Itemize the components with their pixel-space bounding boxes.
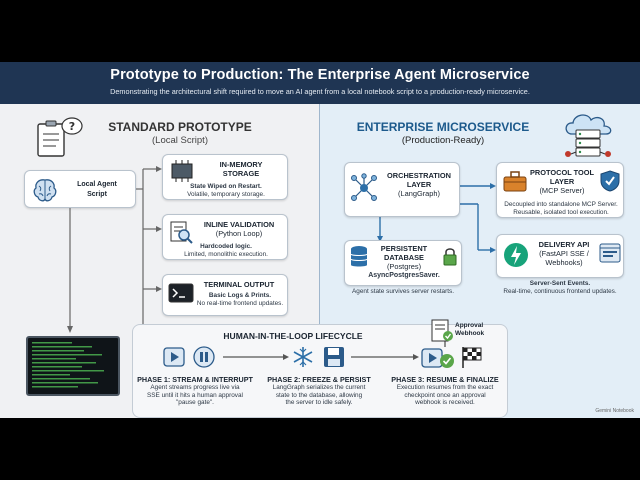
- phase-1-title: PHASE 1: STREAM & INTERRUPT: [137, 375, 253, 384]
- delivery-title-3: Webhooks): [545, 258, 583, 267]
- lightning-api-icon: [504, 243, 528, 267]
- persistent-database-box: PERSISTENT DATABASE (Postgres) AsyncPost…: [344, 240, 462, 286]
- play-icon: [163, 347, 185, 367]
- phase-2-desc-1: LangGraph serializes the current: [272, 384, 366, 391]
- shield-check-icon: [600, 170, 620, 192]
- memory-title-1: IN-MEMORY: [219, 160, 263, 169]
- finish-flag-icon: [462, 347, 482, 368]
- local-agent-label-1: Local Agent: [77, 181, 117, 188]
- orchestration-title-1: ORCHESTRATION: [387, 171, 451, 180]
- phase-2-desc-2: state to the database, allowing: [275, 391, 363, 399]
- browser-window-icon: [599, 243, 621, 263]
- hitl-title: HUMAN-IN-THE-LOOP LIFECYCLE: [223, 331, 363, 341]
- delivery-title-1: DELIVERY API: [538, 240, 590, 249]
- graph-network-icon: [351, 173, 377, 201]
- inline-validation-box: INLINE VALIDATION (Python Loop) Hardcode…: [162, 214, 288, 260]
- terminal-title: TERMINAL OUTPUT: [203, 280, 275, 289]
- protocol-title-2: LAYER: [549, 177, 575, 186]
- phase-2-title: PHASE 2: FREEZE & PERSIST: [267, 375, 371, 384]
- memory-desc: Volatile, temporary storage.: [187, 191, 265, 198]
- orchestration-title-2: LAYER: [406, 180, 432, 189]
- orchestration-title-3: (LangGraph): [398, 189, 440, 198]
- phase-3-desc-3: webhook is received.: [415, 399, 475, 406]
- approval-document-icon: [431, 319, 453, 342]
- terminal-desc: No real-time frontend updates.: [196, 300, 284, 307]
- page-subtitle: Demonstrating the architectural shift re…: [110, 87, 530, 96]
- validation-title-2: (Python Loop): [215, 229, 263, 238]
- database-desc-bold: AsyncPostgresSaver.: [368, 272, 440, 279]
- database-title-3: (Postgres): [386, 262, 422, 271]
- delivery-desc-bold: Server-Sent Events.: [529, 280, 591, 287]
- prototype-subtitle: (Local Script): [152, 135, 208, 146]
- protocol-title-1: PROTOCOL TOOL: [529, 168, 595, 177]
- database-icon: [350, 246, 368, 267]
- resume-play-check-icon: [421, 348, 454, 368]
- validation-title-1: INLINE VALIDATION: [203, 220, 275, 229]
- enterprise-subtitle: (Production-Ready): [401, 135, 485, 146]
- hitl-lifecycle-panel: HUMAN-IN-THE-LOOP LIFECYCLE: [132, 319, 508, 418]
- delivery-desc: Real-time, continuous frontend updates.: [503, 288, 617, 295]
- phase-3-desc-2: checkpoint once an approval: [404, 391, 486, 399]
- checklist-question-icon: ?: [37, 117, 83, 157]
- save-disk-icon: [324, 347, 344, 367]
- snowflake-icon: [293, 347, 313, 367]
- protocol-title-3: (MCP Server): [539, 186, 585, 195]
- prototype-title: STANDARD PROTOTYPE: [108, 120, 252, 134]
- watermark: Gemini Notebook: [595, 408, 634, 414]
- memory-chip-icon: [171, 160, 193, 182]
- pause-icon: [193, 346, 215, 368]
- orchestration-layer-box: ORCHESTRATION LAYER (LangGraph): [344, 162, 460, 217]
- phase-3-title: PHASE 3: RESUME & FINALIZE: [391, 375, 499, 384]
- infographic: Prototype to Production: The Enterprise …: [0, 62, 640, 418]
- memory-title-2: STORAGE: [222, 169, 260, 178]
- phase-1-desc-1: Agent streams progress live via: [150, 384, 240, 391]
- approval-webhook-label-1: Approval: [455, 322, 484, 329]
- protocol-desc-1: Decoupled into standalone MCP Server.: [504, 201, 618, 208]
- database-title-1: PERSISTENT: [380, 244, 428, 253]
- validation-desc-bold: Hardcoded logic.: [200, 243, 252, 250]
- phase-3-desc-1: Execution resumes from the exact: [396, 384, 494, 391]
- phase-2-desc-3: the server to idle safely.: [285, 399, 353, 406]
- terminal-screen-image: [26, 336, 120, 396]
- hitl-arrows: [223, 341, 446, 360]
- enterprise-title: ENTERPRISE MICROSERVICE: [356, 120, 530, 134]
- approval-webhook-label-2: Webhook: [455, 330, 485, 337]
- terminal-output-box: TERMINAL OUTPUT Basic Logs & Prints. No …: [162, 274, 288, 316]
- svg-text:?: ?: [69, 120, 75, 133]
- delivery-api-box: DELIVERY API (FastAPI SSE / Webhooks): [496, 234, 624, 278]
- in-memory-storage-box: IN-MEMORY STORAGE State Wiped on Restart…: [162, 154, 288, 200]
- terminal-desc-bold: Basic Logs & Prints.: [208, 292, 272, 299]
- terminal-icon: [168, 283, 194, 303]
- page-title: Prototype to Production: The Enterprise …: [110, 67, 530, 83]
- toolbox-icon: [503, 171, 527, 192]
- protocol-tool-layer-box: PROTOCOL TOOL LAYER (MCP Server) Decoupl…: [496, 162, 624, 218]
- magnifier-checklist-icon: [170, 221, 193, 244]
- enterprise-connectors: [377, 183, 496, 253]
- phase-1-desc-2: SSE until it hits a human approval: [147, 391, 243, 399]
- validation-desc: Limited, monolithic execution.: [184, 251, 268, 258]
- local-agent-label-2: Script: [87, 191, 107, 198]
- memory-desc-bold: State Wiped on Restart.: [190, 183, 262, 190]
- local-agent-script-box: Local Agent Script: [24, 170, 136, 208]
- header-banner: Prototype to Production: The Enterprise …: [0, 62, 640, 104]
- delivery-title-2: (FastAPI SSE /: [539, 249, 589, 258]
- phase-1-desc-3: "pause gate".: [176, 399, 214, 406]
- database-desc: Agent state survives server restarts.: [352, 288, 454, 295]
- protocol-desc-2: Reusable, isolated tool execution.: [513, 209, 609, 216]
- database-title-2: DATABASE: [384, 253, 424, 262]
- cloud-server-icon: [565, 114, 612, 157]
- prototype-connectors: [67, 166, 162, 349]
- brain-icon: [33, 179, 57, 202]
- lock-icon: [443, 248, 457, 266]
